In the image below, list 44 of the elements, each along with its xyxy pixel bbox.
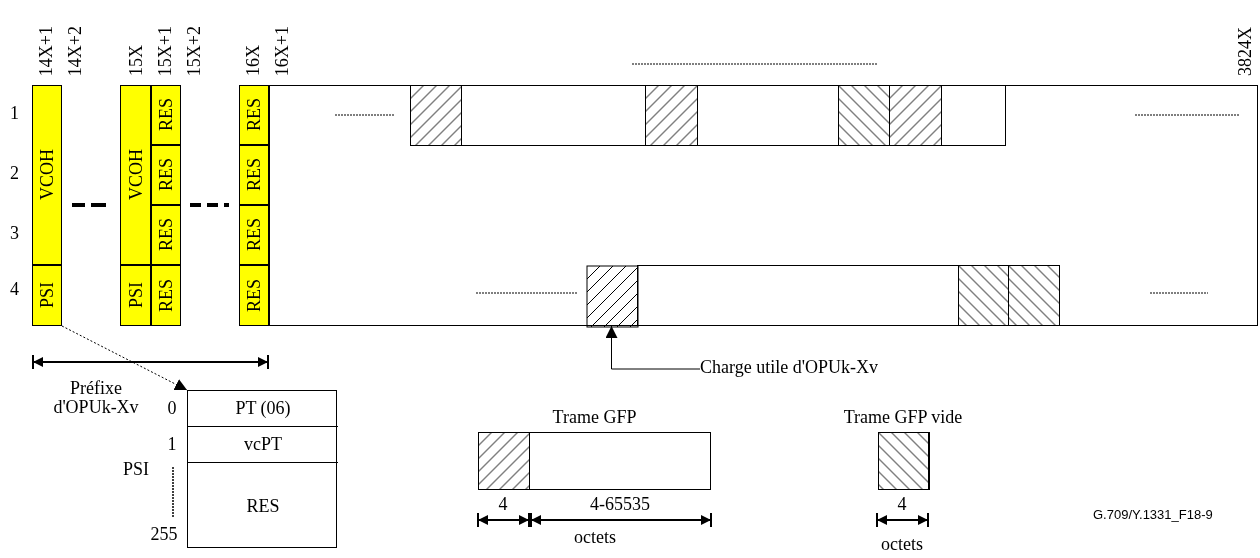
overhead-column-cell: RES bbox=[239, 205, 269, 265]
column-number: 15X+1 bbox=[156, 25, 174, 76]
row-number: 4 bbox=[10, 279, 19, 299]
overhead-column-cell: VCOH bbox=[120, 85, 151, 265]
overhead-column-cell: RES bbox=[151, 145, 181, 205]
label-text: octets bbox=[574, 527, 616, 547]
column-number: 3824X bbox=[1236, 27, 1254, 76]
label-text: 4-65535 bbox=[590, 494, 650, 514]
overhead-column-cell: RES bbox=[151, 85, 181, 145]
figure-id: G.709/Y.1331_F18-9 bbox=[1093, 506, 1213, 524]
label-text: 1 bbox=[167, 434, 177, 454]
label-text: PSI bbox=[123, 459, 149, 479]
overhead-column-cell: PSI bbox=[32, 265, 62, 326]
overhead-column-cell: RES bbox=[151, 205, 181, 265]
column-number: 16X+1 bbox=[273, 25, 291, 76]
label-text: 4 bbox=[897, 494, 907, 514]
callout-text: Charge utile d'OPUk-Xv bbox=[700, 354, 940, 380]
leader-arrow bbox=[605, 325, 701, 370]
psi-table bbox=[187, 390, 337, 548]
gfp-idle-frame: Trame GFP vide bbox=[843, 404, 963, 490]
column-number: 16X bbox=[244, 45, 262, 76]
label-text: 0 bbox=[167, 398, 177, 418]
row-number: 2 bbox=[10, 163, 19, 183]
table-row: RES bbox=[188, 463, 338, 549]
label-text: 255 bbox=[150, 524, 178, 544]
row-number: 3 bbox=[10, 223, 19, 243]
table-row: vcPT bbox=[188, 427, 338, 463]
label-text: octets bbox=[881, 534, 923, 554]
table-row: PT (06) bbox=[188, 391, 338, 427]
overhead-column-cell: RES bbox=[239, 85, 269, 145]
overhead-column-cell: RES bbox=[151, 265, 181, 326]
column-number: 15X+2 bbox=[185, 25, 203, 76]
overhead-column-cell: VCOH bbox=[32, 85, 62, 265]
overhead-column-cell: RES bbox=[239, 265, 269, 326]
label-text: Préfixe d'OPUk-Xv bbox=[52, 379, 140, 417]
column-number: 14X+1 bbox=[37, 25, 55, 76]
overhead-column-cell: RES bbox=[239, 145, 269, 205]
leader-arrow bbox=[61, 325, 188, 391]
label-text: 4 bbox=[498, 494, 508, 514]
overhead-column-cell: PSI bbox=[120, 265, 151, 326]
column-number: 14X+2 bbox=[66, 25, 84, 76]
column-number: 15X bbox=[127, 45, 145, 76]
hatched-frame-header bbox=[587, 266, 638, 327]
row-number: 1 bbox=[10, 103, 19, 123]
